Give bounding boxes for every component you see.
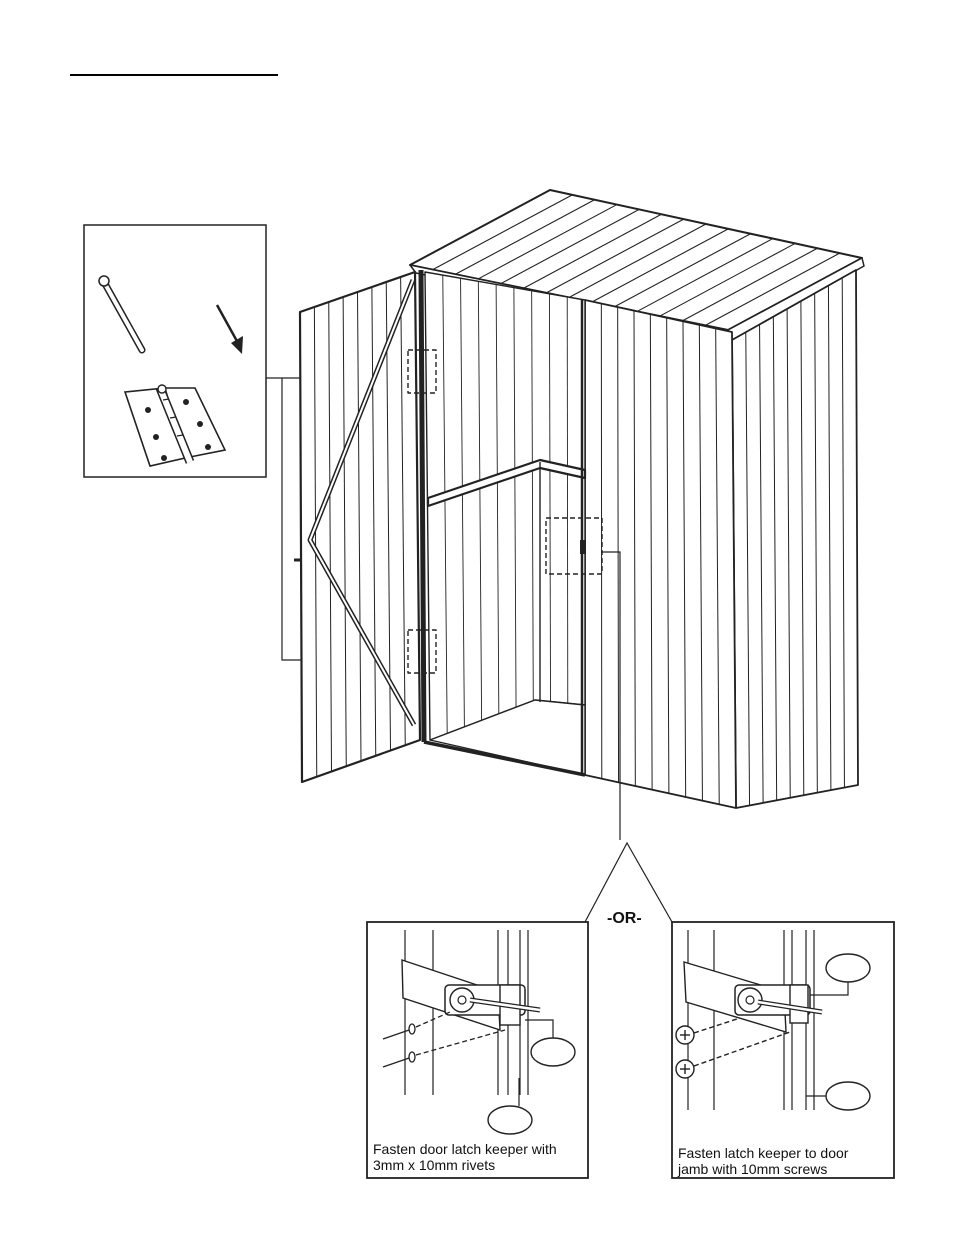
corrugation-rib xyxy=(682,321,687,798)
corrugation-rib xyxy=(636,238,774,312)
arrow-down-right-icon xyxy=(215,304,243,354)
corrugation-rib xyxy=(342,296,347,767)
hinge-callout-boxes xyxy=(407,349,437,674)
corrugation-rib xyxy=(531,290,534,717)
corrugation-rib xyxy=(591,228,729,303)
screw-icon xyxy=(675,1031,791,1079)
section-heading-underline xyxy=(70,74,278,76)
shed-open-door xyxy=(294,270,422,784)
screw-caption-line2: jamb with 10mm screws xyxy=(678,1161,828,1177)
corrugation-rib xyxy=(513,287,517,721)
or-label: -OR- xyxy=(607,910,642,927)
corrugation-rib xyxy=(827,285,832,791)
rivet-detail-box xyxy=(366,921,589,1179)
corrugation-rib xyxy=(442,275,448,737)
corrugation-rib xyxy=(682,247,818,322)
shed-interior-back-wall xyxy=(424,271,587,776)
screw-detail-caption: Fasten latch keeper to door jamb with 10… xyxy=(678,1145,848,1177)
corrugation-rib xyxy=(548,293,552,713)
corrugation-rib xyxy=(495,284,500,725)
corrugation-rib xyxy=(698,324,703,801)
corrugation-rib xyxy=(328,301,332,772)
corrugation-rib xyxy=(546,218,684,294)
corrugation-rib xyxy=(500,208,640,285)
corrugation-rib xyxy=(715,328,720,805)
rivet-icon xyxy=(382,1011,451,1040)
rivet-detail-caption: Fasten door latch keeper with 3mm x 10mm… xyxy=(373,1141,557,1173)
corrugation-rib xyxy=(432,194,573,271)
corrugation-rib xyxy=(786,308,791,798)
corrugation-rib xyxy=(745,332,751,806)
corrugation-rib xyxy=(705,252,840,326)
corrugation-rib xyxy=(659,242,796,317)
corrugation-rib xyxy=(477,204,618,280)
latch-callout-box xyxy=(545,517,603,575)
screw-caption-line1: Fasten latch keeper to door xyxy=(678,1145,849,1161)
hinge-pin-icon xyxy=(98,275,146,354)
shed-side-wall xyxy=(731,269,859,809)
screw-detail-box xyxy=(671,921,895,1179)
corrugation-rib xyxy=(357,291,362,762)
latch-leader-lines xyxy=(584,551,673,923)
corrugation-rib xyxy=(649,314,653,790)
rivet-caption-line2: 3mm x 10mm rivets xyxy=(373,1157,496,1173)
corrugation-rib xyxy=(614,233,751,308)
corrugation-rib xyxy=(666,317,670,794)
corrugation-rib xyxy=(772,316,778,801)
shed-illustration xyxy=(294,189,865,809)
shed-front-panel xyxy=(584,299,737,809)
corrugation-rib xyxy=(568,223,707,298)
hinge-icon xyxy=(123,384,227,467)
corrugation-rib xyxy=(814,293,818,793)
corrugation-rib xyxy=(460,278,465,733)
corrugation-rib xyxy=(759,324,764,803)
rivet-icon xyxy=(382,1029,506,1068)
corrugation-rib xyxy=(617,307,620,783)
corrugation-rib xyxy=(371,286,377,756)
corrugation-rib xyxy=(841,277,845,788)
corrugation-rib xyxy=(523,213,662,289)
corrugation-rib xyxy=(455,199,595,275)
hinge-inset xyxy=(83,224,267,478)
rivet-caption-line1: Fasten door latch keeper with xyxy=(373,1141,557,1157)
corrugation-rib xyxy=(313,306,318,777)
corrugation-rib xyxy=(385,281,391,751)
corrugation-rib xyxy=(477,281,483,729)
corrugation-rib xyxy=(633,310,636,787)
screw-icon xyxy=(675,1017,741,1045)
corrugation-rib xyxy=(566,296,569,709)
corrugation-rib xyxy=(800,301,805,796)
corrugation-rib xyxy=(400,276,406,746)
